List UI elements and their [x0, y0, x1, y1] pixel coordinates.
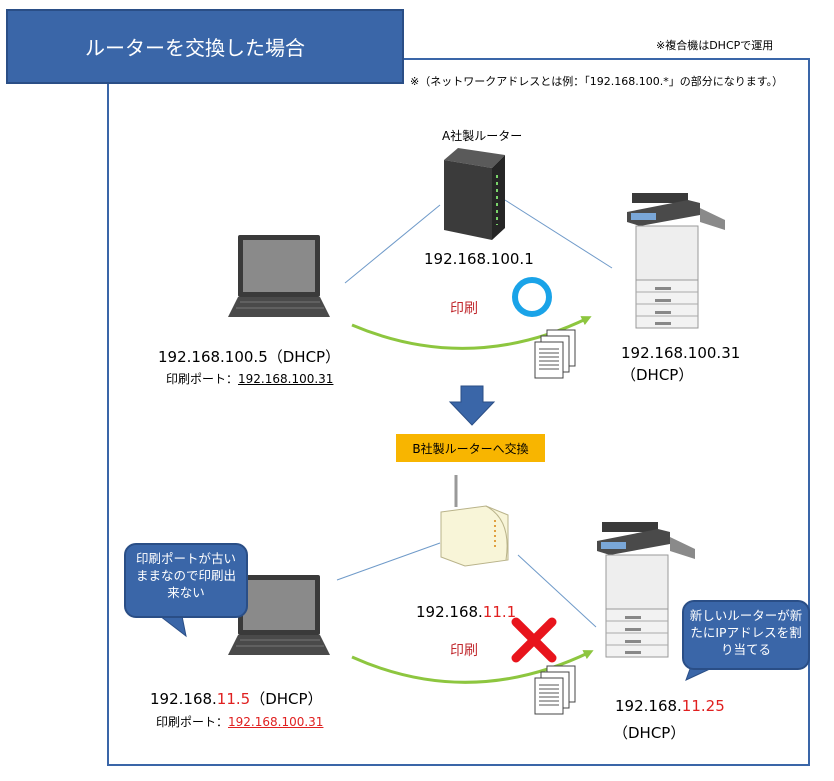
print-port-label: 印刷ポート：: [166, 372, 239, 386]
network-address-note: ※（ネットワークアドレスとは例：「192.168.100.*」の部分になります。…: [410, 75, 784, 88]
ok-circle-icon: [512, 277, 552, 317]
documents-icon: [534, 329, 576, 379]
router-a-label: A社製ルーター: [442, 129, 523, 143]
mfp-ip: 192.168.100.31: [621, 344, 741, 362]
print-port: 印刷ポート：192.168.100.31: [166, 370, 333, 387]
laptop-icon: [228, 235, 330, 317]
router-a-ip: 192.168.100.1: [424, 250, 534, 268]
print-label-b: 印刷: [450, 643, 478, 659]
router-b-icon: [440, 475, 509, 567]
router-mfp-link: [504, 199, 613, 269]
print-port-b: 印刷ポート：192.168.100.31: [156, 713, 323, 730]
pc-ip-b: 192.168.11.5（DHCP）: [150, 690, 323, 708]
documents-icon-b: [534, 665, 576, 715]
mfp-mode: （DHCP）: [621, 366, 694, 384]
print-port-value-b: 192.168.100.31: [228, 715, 324, 729]
mfp-dhcp-note: ※複合機はDHCPで運用: [656, 39, 774, 52]
mfp-mode-b: （DHCP）: [613, 724, 686, 742]
pc-error-bubble: 印刷ポートが古いままなので印刷出来ない: [124, 543, 248, 618]
print-port-label-b: 印刷ポート：: [156, 715, 229, 729]
print-arrow-b: [351, 650, 594, 684]
diagram-frame: [107, 58, 810, 766]
mfp-info-bubble: 新しいルーターが新たにIPアドレスを割り当てる: [682, 600, 810, 670]
print-label: 印刷: [450, 301, 478, 317]
pc-router-link-b: [336, 542, 441, 581]
mfp-ip-b: 192.168.11.25: [615, 697, 725, 715]
pc-ip: 192.168.100.5（DHCP）: [158, 348, 341, 366]
transition-banner: B社製ルーターへ交換: [396, 434, 545, 462]
laptop-icon-b: [228, 575, 330, 655]
ng-cross-icon: [511, 617, 557, 663]
router-mfp-link-b: [517, 554, 597, 628]
mfp-icon: [627, 193, 725, 329]
router-a-icon: [444, 148, 505, 240]
pc-router-link: [344, 204, 441, 284]
print-port-value: 192.168.100.31: [238, 372, 334, 386]
mfp-icon-b: [597, 522, 695, 658]
page-title: ルーターを交換した場合: [6, 9, 404, 84]
down-arrow-icon: [448, 385, 496, 426]
pc-bubble-tail: [158, 615, 187, 638]
router-b-ip: 192.168.11.1: [416, 603, 517, 621]
